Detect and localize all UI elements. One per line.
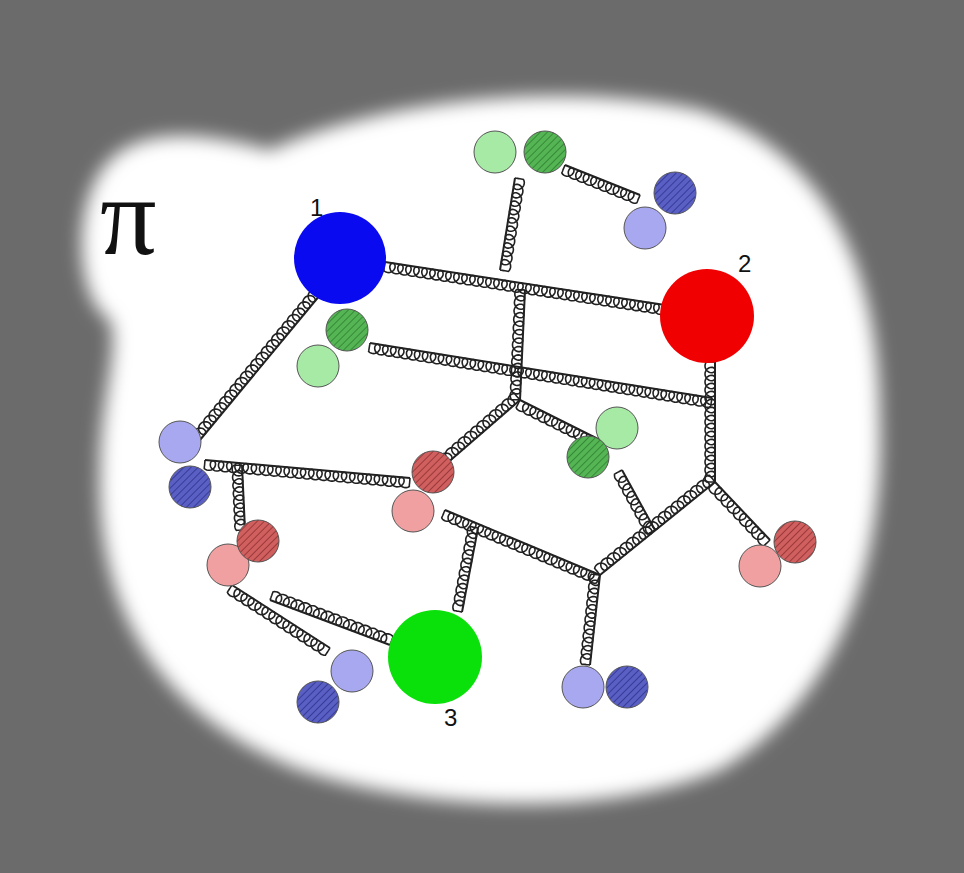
gluon-coil: [595, 475, 715, 575]
gluon-coil: [562, 165, 640, 203]
sea-quark: [474, 131, 516, 173]
sea-quark: [412, 451, 454, 493]
gluon-line: [500, 178, 515, 270]
quark-number: 2: [738, 252, 751, 276]
sea-quark: [297, 681, 339, 723]
sea-quark: [567, 436, 609, 478]
sea-quark: [331, 650, 373, 692]
gluon-line: [270, 600, 390, 645]
gluon-line: [622, 470, 655, 530]
quark-number: 3: [444, 706, 457, 730]
sea-quark: [739, 545, 781, 587]
sea-quark: [159, 421, 201, 463]
sea-quark: [297, 345, 339, 387]
gluon-line: [370, 343, 712, 398]
gluon-coil: [232, 465, 245, 530]
gluon-line: [715, 482, 770, 540]
blue-quark: [294, 212, 386, 304]
gluon-coil: [270, 592, 393, 645]
quark-number: 1: [310, 196, 323, 220]
gluon-coil: [581, 574, 601, 665]
gluon-line: [565, 165, 640, 195]
sea-quark: [524, 131, 566, 173]
gluon-line: [520, 400, 600, 440]
sea-quark: [774, 521, 816, 563]
gluon-coil: [510, 290, 525, 400]
gluon-coil: [439, 394, 520, 466]
sea-quark: [392, 490, 434, 532]
gluon-line: [242, 465, 245, 530]
gluon-line: [462, 528, 478, 612]
sea-quark: [562, 666, 604, 708]
gluon-coil: [500, 178, 524, 271]
pion-blob: [82, 96, 881, 804]
gluon-line: [445, 400, 520, 465]
gluon-coil: [709, 482, 770, 546]
quark-pairs: [159, 131, 816, 723]
pion-symbol: π: [100, 160, 157, 272]
green-quark: [388, 610, 482, 704]
red-quark: [660, 269, 754, 363]
gluon-coil: [453, 526, 478, 612]
gluon-line: [600, 482, 715, 575]
gluon-coil: [369, 343, 712, 407]
gluon-line: [520, 290, 525, 400]
sea-quark: [606, 666, 648, 708]
gluon-line: [590, 575, 600, 665]
sea-quark: [624, 207, 666, 249]
gluon-lines: [193, 165, 770, 665]
sea-quark: [237, 520, 279, 562]
sea-quark: [326, 309, 368, 351]
sea-quark: [654, 172, 696, 214]
gluon-line: [714, 362, 716, 482]
gluon-coil: [705, 362, 715, 482]
sea-quark: [169, 466, 211, 508]
gluon-coil: [615, 470, 656, 534]
